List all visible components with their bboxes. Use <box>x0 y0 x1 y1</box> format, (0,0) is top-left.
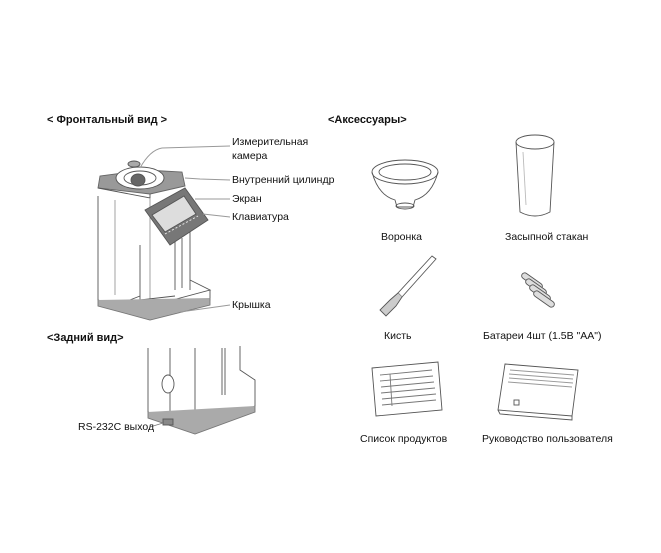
accessory-manual-label: Руководство пользователя <box>482 433 613 445</box>
batteries-drawing <box>521 272 555 308</box>
product-list-drawing <box>371 361 443 417</box>
accessory-batteries-label: Батареи 4шт (1.5В "AA") <box>483 330 602 342</box>
label-inner-cylinder: Внутренний цилиндр <box>232 174 335 186</box>
label-keyboard: Клавиатура <box>232 211 289 223</box>
label-lid: Крышка <box>232 299 271 311</box>
accessory-brush-label: Кисть <box>384 330 412 342</box>
label-chamber-line1: Измерительная <box>232 136 309 148</box>
cup-drawing <box>515 134 555 217</box>
label-chamber-line2: камера <box>232 150 268 162</box>
label-rs232: RS-232C выход <box>78 421 155 433</box>
funnel-drawing <box>371 159 439 210</box>
label-screen: Экран <box>232 193 262 205</box>
accessory-cup-label: Засыпной стакан <box>505 231 589 243</box>
front-device-drawing <box>97 145 231 321</box>
manual-drawing <box>497 363 579 421</box>
accessory-funnel-label: Воронка <box>381 231 422 243</box>
accessory-product-list-label: Список продуктов <box>360 433 448 445</box>
rear-view-heading: <Задний вид> <box>47 332 124 344</box>
brush-drawing <box>379 255 437 317</box>
rear-device-drawing <box>147 346 256 435</box>
front-view-heading: < Фронтальный вид > <box>47 114 168 126</box>
accessories-heading: <Аксессуары> <box>328 114 407 126</box>
